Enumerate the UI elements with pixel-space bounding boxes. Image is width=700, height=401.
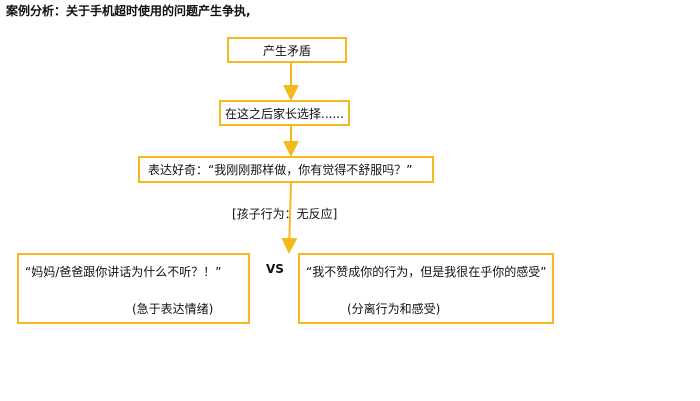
arrow-step3-to-outcomes bbox=[281, 182, 298, 254]
step-conflict-label: 产生矛盾 bbox=[262, 43, 311, 58]
child-reaction-label: [孩子行为：无反应] bbox=[232, 207, 338, 221]
step-express-curiosity-label: 表达好奇：“我刚刚那样做，你有觉得不舒服吗？” bbox=[148, 163, 413, 177]
step-express-curiosity-box: 表达好奇：“我刚刚那样做，你有觉得不舒服吗？” bbox=[138, 156, 434, 183]
step-conflict-box: 产生矛盾 bbox=[227, 37, 347, 63]
right-outcome-box: “我不赞成你的行为，但是我很在乎你的感受” (分离行为和感受) bbox=[298, 253, 554, 324]
left-outcome-note: (急于表达情绪) bbox=[132, 302, 214, 316]
right-outcome-note: (分离行为和感受) bbox=[347, 302, 441, 316]
vs-label: VS bbox=[266, 262, 284, 276]
left-outcome-quote: “妈妈/爸爸跟你讲话为什么不听？！” bbox=[25, 265, 222, 279]
left-outcome-box: “妈妈/爸爸跟你讲话为什么不听？！” (急于表达情绪) bbox=[17, 253, 250, 324]
step-parent-choice-box: 在这之后家长选择...... bbox=[219, 100, 350, 126]
step-parent-choice-label: 在这之后家长选择...... bbox=[225, 106, 344, 121]
right-outcome-quote: “我不赞成你的行为，但是我很在乎你的感受” bbox=[306, 265, 547, 279]
page-title: 案例分析：关于手机超时使用的问题产生争执, bbox=[6, 4, 251, 18]
